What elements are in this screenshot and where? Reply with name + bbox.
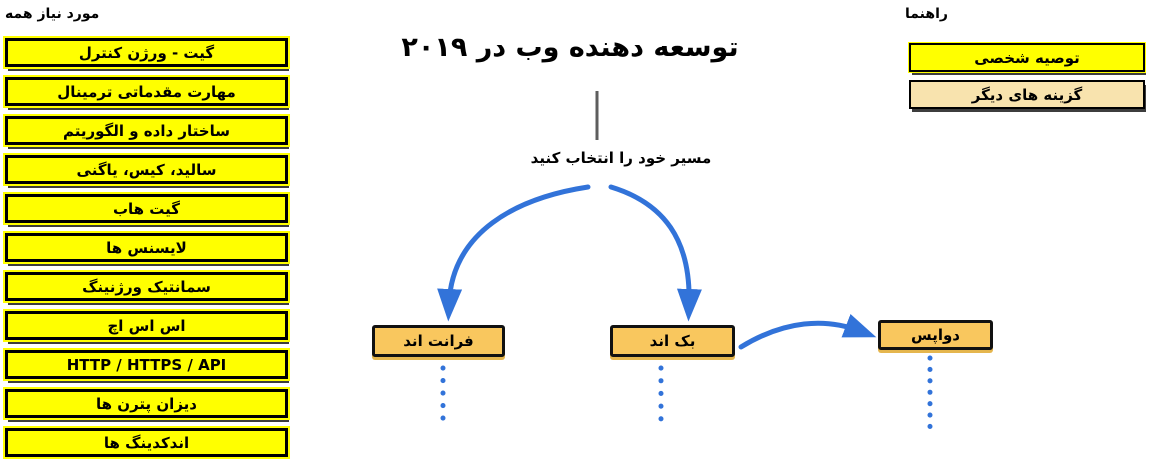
path-node-frontend: فرانت اند	[372, 325, 505, 357]
skill-box-git-version-control: گیت - ورژن کنترل	[3, 36, 290, 69]
choose-path-label: مسیر خود را انتخاب کنید	[530, 149, 712, 167]
arrow-to-backend	[608, 184, 702, 322]
skill-box-terminal-basics: مهارت مقدماتی ترمینال	[3, 75, 290, 108]
skill-box-ssh: اس اس اچ	[3, 309, 290, 342]
skill-box-github: گیت هاب	[3, 192, 290, 225]
legend-other-options: گزینه های دیگر	[909, 80, 1145, 109]
arrow-backend-to-devops	[738, 313, 877, 350]
path-node-backend: بک اند	[610, 325, 735, 357]
skill-box-design-patterns: دیزان پترن ها	[3, 387, 290, 420]
skill-box-encodings: اندکدینگ ها	[3, 426, 290, 459]
arrow-to-frontend	[437, 184, 591, 322]
path-node-devops: دواپس	[878, 320, 993, 350]
skill-box-solid-kiss-yagni: سالید، کیس، یاگنی	[3, 153, 290, 186]
legend-header: راهنما	[905, 6, 948, 22]
legend-personal-recommendation: توصیه شخصی	[908, 42, 1146, 73]
skill-box-data-structures: ساختار داده و الگوریتم	[3, 114, 290, 147]
skill-box-semantic-versioning: سمانتیک ورژنینگ	[3, 270, 290, 303]
skill-box-http-https-api: HTTP / HTTPS / API	[3, 348, 290, 381]
skill-box-licenses: لایسنس ها	[3, 231, 290, 264]
left-panel-header: مورد نیاز همه	[5, 6, 100, 22]
page-title: توسعه دهنده وب در ۲۰۱۹	[401, 32, 739, 63]
